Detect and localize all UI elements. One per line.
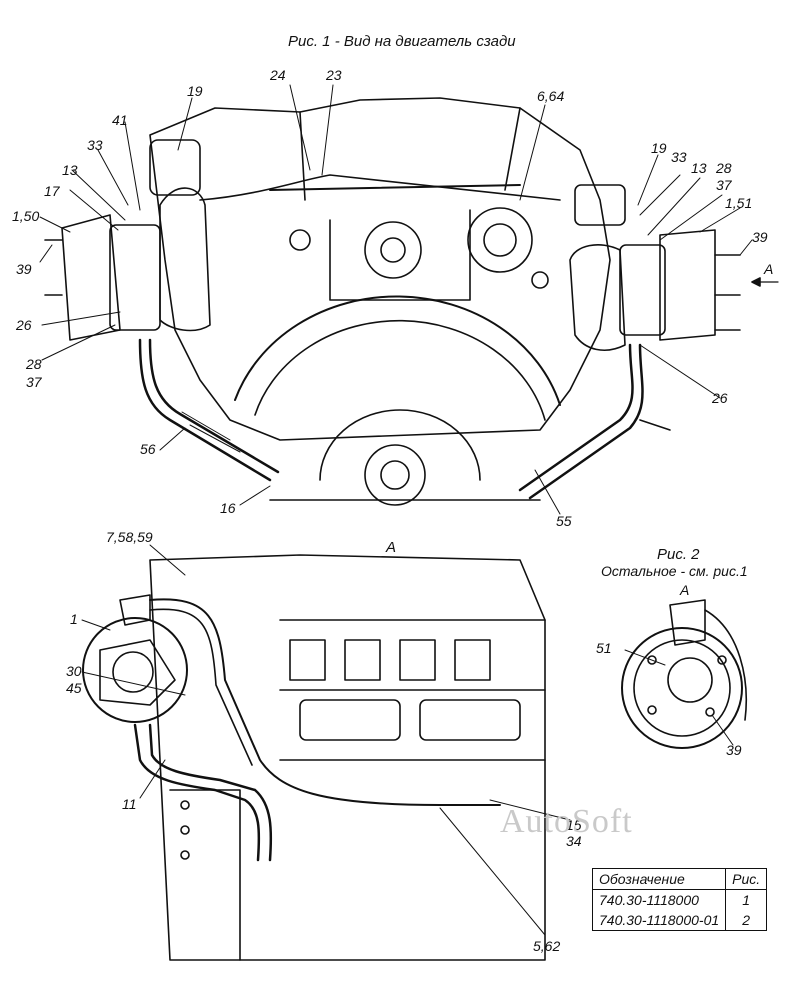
table-row: 740.30-1118000-01 2 <box>591 910 768 931</box>
callout-5-62: 5,62 <box>533 938 561 954</box>
view-a-oil-lines <box>133 598 501 862</box>
callout-30: 30 <box>66 663 82 679</box>
table-cell-fig: 2 <box>725 910 768 931</box>
left-turbocharger <box>44 139 561 341</box>
flywheel-housing <box>234 295 561 506</box>
figure-2-note: Остальное - см. рис.1 <box>601 563 748 579</box>
fig2-flange <box>621 599 748 749</box>
table-header-designation: Обозначение <box>591 868 727 890</box>
callout-34: 34 <box>566 833 582 849</box>
table-cell-designation: 740.30-1118000 <box>591 889 727 910</box>
view-a-engine <box>149 554 546 961</box>
designation-table: Обозначение Рис. 740.30-1118000 1 740.30… <box>591 868 768 931</box>
callout-1-50: 1,50 <box>12 208 40 224</box>
table-row: 740.30-1118000 1 <box>591 889 768 910</box>
callout-33: 33 <box>87 137 103 153</box>
callout-11: 11 <box>122 796 137 812</box>
view-a-title: А <box>386 539 397 556</box>
figure-1-title: Рис. 1 - Вид на двигатель сзади <box>288 33 516 50</box>
view-a-turbocharger <box>82 594 188 723</box>
callout-16: 16 <box>220 500 236 516</box>
table-header-fig: Рис. <box>725 868 768 890</box>
callout-7-58-59: 7,58,59 <box>106 529 153 545</box>
right-turbocharger <box>569 184 741 351</box>
callout-33-right: 33 <box>671 149 687 165</box>
table-header-row: Обозначение Рис. <box>591 868 768 890</box>
callout-23: 23 <box>326 67 342 83</box>
right-drain-hose <box>518 343 671 500</box>
callout-13-right: 13 <box>691 160 707 176</box>
table-cell-designation: 740.30-1118000-01 <box>591 910 727 931</box>
callout-56: 56 <box>140 441 156 457</box>
callout-19-right: 19 <box>651 140 667 156</box>
figure-2-title: Рис. 2 <box>657 546 700 563</box>
leader-lines <box>39 84 753 936</box>
callout-51: 51 <box>596 640 612 656</box>
callout-39-fig2: 39 <box>726 742 742 758</box>
callout-13: 13 <box>62 162 78 178</box>
callout-6-64: 6,64 <box>537 88 565 104</box>
left-drain-hose <box>138 338 280 482</box>
callout-26: 26 <box>16 317 32 333</box>
callout-24: 24 <box>270 67 286 83</box>
callout-55: 55 <box>556 513 572 529</box>
callout-28: 28 <box>26 356 42 372</box>
callout-39-right: 39 <box>752 229 768 245</box>
callout-37-right: 37 <box>716 177 732 193</box>
watermark: AutoSoft <box>500 803 633 840</box>
table-cell-fig: 1 <box>725 889 768 910</box>
figure-2-view-label: А <box>680 582 690 598</box>
callout-39: 39 <box>16 261 32 277</box>
engine-block-outline <box>149 97 611 441</box>
callout-17: 17 <box>44 183 60 199</box>
callout-41: 41 <box>112 112 128 128</box>
callout-1-51: 1,51 <box>725 195 753 211</box>
callout-28-right: 28 <box>716 160 732 176</box>
callout-37: 37 <box>26 374 42 390</box>
callout-45: 45 <box>66 680 82 696</box>
callout-19: 19 <box>187 83 203 99</box>
callout-26-right: 26 <box>712 390 728 406</box>
callout-15: 15 <box>566 817 582 833</box>
view-arrow-label: А <box>764 261 774 277</box>
callout-1: 1 <box>70 611 78 627</box>
